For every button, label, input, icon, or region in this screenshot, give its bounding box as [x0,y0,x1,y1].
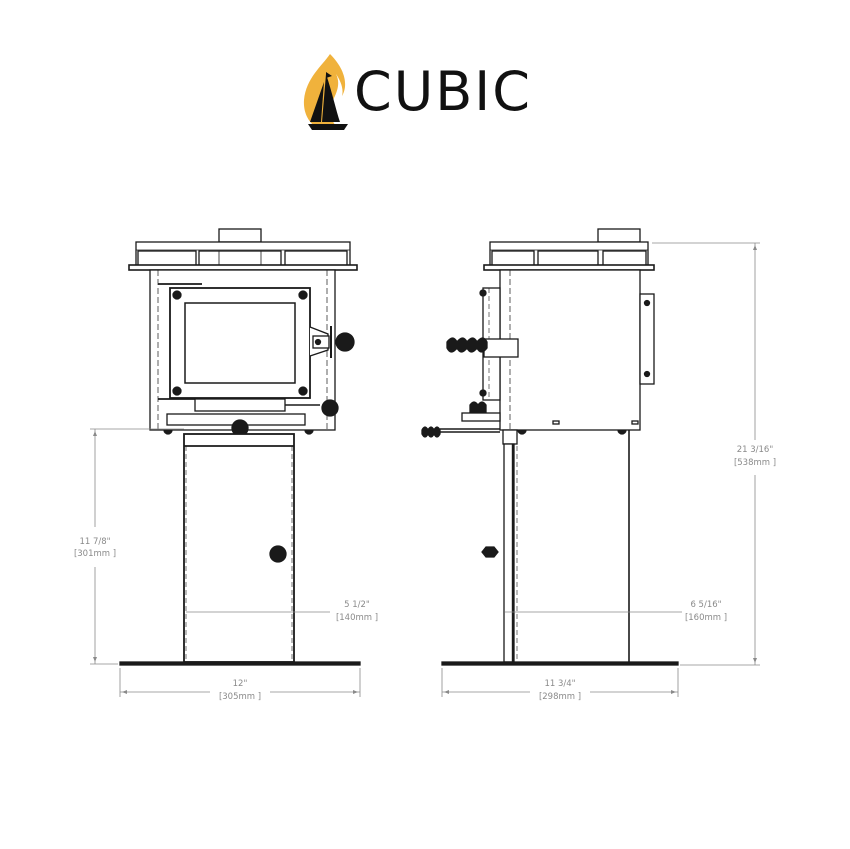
front-view [119,228,361,666]
side-view [421,228,679,666]
dimension-lines [90,242,760,697]
brand-logo: CUBIC [300,52,532,132]
dim-front-base-width-metric: [305mm ] [219,692,261,702]
dim-front-offset-metric: [140mm ] [336,613,378,623]
dim-side-base-width-imperial: 11 3/4" [544,679,575,689]
dim-side-offset-metric: [160mm ] [685,613,727,623]
dim-side-offset-imperial: 6 5/16" [690,600,721,610]
dimension-labels: 11 7/8" [301mm ] 5 1/2" [140mm ] 12" [30… [74,445,776,702]
dim-front-pedestal-height-metric: [301mm ] [74,549,116,559]
dim-front-offset-imperial: 5 1/2" [344,600,370,610]
dim-front-pedestal-height-imperial: 11 7/8" [79,537,110,547]
dim-side-base-width-metric: [298mm ] [539,692,581,702]
dim-front-base-width-imperial: 12" [233,679,248,689]
flame-sailboat-icon [303,54,348,130]
brand-name: CUBIC [354,60,532,123]
dimension-arrows [93,245,757,694]
dim-overall-height-metric: [538mm ] [734,458,776,468]
dim-overall-height-imperial: 21 3/16" [737,445,774,455]
